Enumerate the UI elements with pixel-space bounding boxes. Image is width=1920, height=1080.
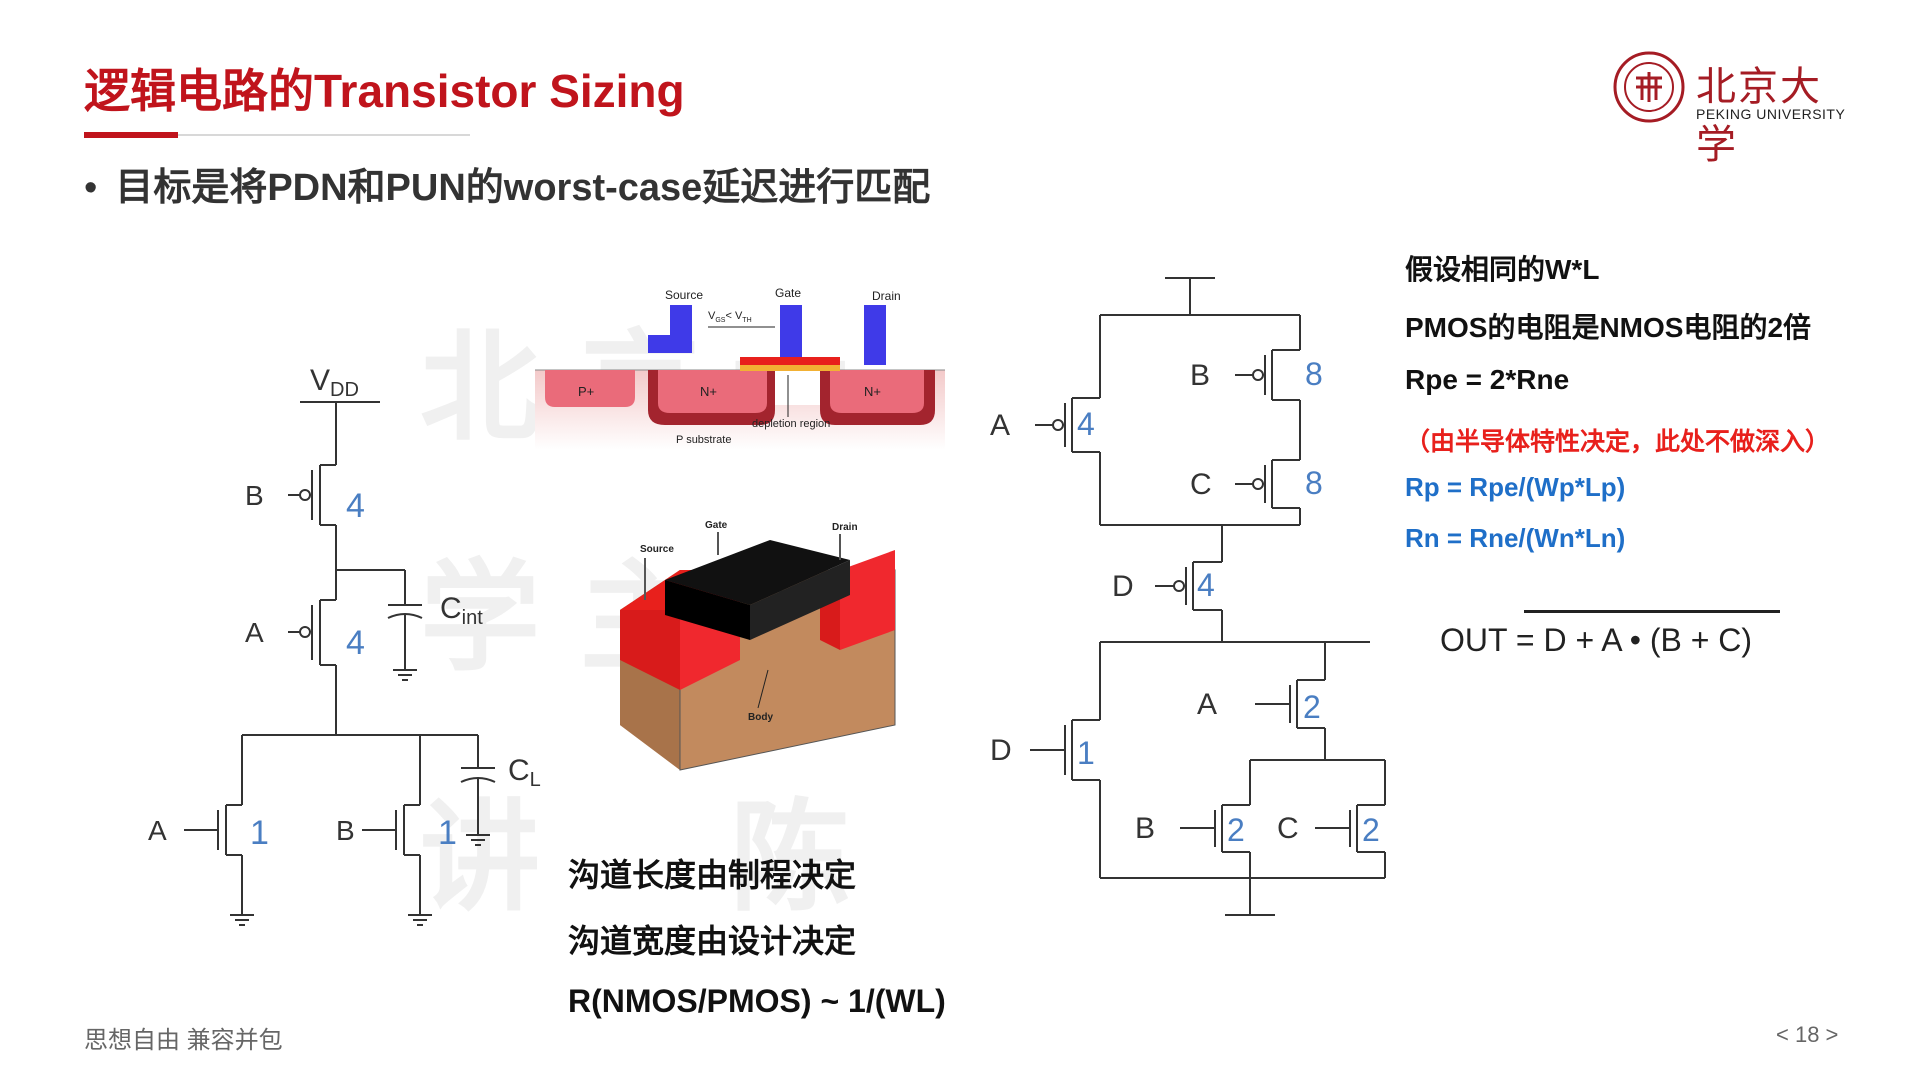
nmos-a-size: 1 <box>250 814 269 852</box>
watermark-char: 学 <box>420 551 540 685</box>
cl-label: CL <box>508 754 541 791</box>
nmos-b-label: B <box>336 815 355 846</box>
mosfet-cross-section: Source Gate Drain VGS< VTH P+ N+ N+ depl… <box>535 286 945 450</box>
drain-contact <box>864 305 886 365</box>
complex-gate-schematic: A 4 B 8 C 8 D 4 D 1 A 2 B 2 C 2 <box>990 277 1386 916</box>
nmos-d-size: 1 <box>1077 735 1095 771</box>
watermark-char: 北 <box>420 321 540 455</box>
mosfet-3d-device: Source Gate Drain Body <box>620 520 896 771</box>
p-plus-label: P+ <box>578 384 594 399</box>
3d-drain-label: Drain <box>832 522 858 533</box>
vgs-vth-label: VGS< VTH <box>708 310 752 324</box>
page-number: < 18 > <box>1776 1022 1839 1047</box>
pmos-c-label: C <box>1190 468 1212 501</box>
university-logo: 北京大学 PEKING UNIVERSITY <box>1612 50 1862 168</box>
gate-contact <box>780 305 802 357</box>
pmos-a-size: 4 <box>1077 406 1095 442</box>
gate-label: Gate <box>775 286 801 300</box>
assumption-line-1: 假设相同的W*L <box>1405 254 1600 285</box>
depletion-label: depletion region <box>752 418 830 430</box>
3d-source-label: Source <box>640 544 674 555</box>
vdd-label: VDD <box>310 364 359 401</box>
watermark-char: 陈 <box>730 791 850 925</box>
assumption-line-6: Rn = Rne/(Wn*Ln) <box>1405 523 1626 553</box>
bullet-dot-icon: • <box>84 167 98 209</box>
n-plus-1-label: N+ <box>700 384 717 399</box>
pmos-a-label: A <box>245 617 264 648</box>
bullet-text: 目标是将PDN和PUN的worst-case延迟进行匹配 <box>115 167 931 209</box>
formula-overline <box>1524 610 1780 613</box>
nmos-b-size: 2 <box>1227 812 1245 848</box>
assumption-line-4: （由半导体特性决定，此处不做深入） <box>1405 428 1831 456</box>
assumption-line-5: Rp = Rpe/(Wp*Lp) <box>1405 472 1626 502</box>
title-divider <box>84 134 470 136</box>
gate-block <box>665 540 850 605</box>
pmos-d-size: 4 <box>1197 567 1215 603</box>
logo-english: PEKING UNIVERSITY <box>1696 106 1846 122</box>
nand-gate-schematic: VDD B 4 A 4 Cint CL A 1 B 1 <box>148 364 541 926</box>
pmos-a-size: 4 <box>346 624 365 662</box>
nmos-b-label: B <box>1135 812 1155 845</box>
watermark-char: 讲 <box>420 791 540 925</box>
slide-title: 逻辑电路的Transistor Sizing <box>84 65 685 117</box>
substrate-label: P substrate <box>676 434 731 446</box>
nmos-a-label: A <box>1197 688 1217 721</box>
n-plus-source <box>658 370 767 413</box>
cint-label: Cint <box>440 592 483 629</box>
assumption-line-2: PMOS的电阻是NMOS电阻的2倍 <box>1405 312 1812 343</box>
nmos-a-label: A <box>148 815 167 846</box>
title-divider-accent <box>84 132 178 138</box>
note-line-3: R(NMOS/PMOS) ~ 1/(WL) <box>568 983 946 1019</box>
n-plus-2-label: N+ <box>864 384 881 399</box>
pmos-a-label: A <box>990 409 1010 442</box>
pmos-b-size: 4 <box>346 487 365 525</box>
pmos-b-label: B <box>245 480 264 511</box>
pmos-b-size: 8 <box>1305 356 1323 392</box>
drain-label: Drain <box>872 289 901 303</box>
note-line-2: 沟道宽度由设计决定 <box>568 923 857 959</box>
bullet-point: • 目标是将PDN和PUN的worst-case延迟进行匹配 <box>84 156 930 211</box>
pmos-b-label: B <box>1190 359 1210 392</box>
logo-chinese: 北京大学 <box>1696 64 1822 168</box>
pmos-d-label: D <box>1112 570 1134 603</box>
boolean-formula: OUT = D + A • (B + C) <box>1440 622 1753 658</box>
3d-body-label: Body <box>748 712 773 723</box>
assumption-line-3: Rpe = 2*Rne <box>1405 364 1570 395</box>
nmos-b-size: 1 <box>438 814 457 852</box>
nmos-c-label: C <box>1277 812 1299 845</box>
peking-university-emblem-icon <box>1613 51 1685 123</box>
nmos-c-size: 2 <box>1362 812 1380 848</box>
3d-gate-label: Gate <box>705 520 728 531</box>
nmos-a-size: 2 <box>1303 689 1321 725</box>
footer-motto: 思想自由 兼容并包 <box>84 1027 283 1054</box>
p-plus-region <box>545 370 635 407</box>
source-label: Source <box>665 288 703 302</box>
note-line-1: 沟道长度由制程决定 <box>568 857 857 893</box>
nmos-d-label: D <box>990 734 1012 767</box>
n-plus-drain <box>830 370 924 413</box>
pmos-c-size: 8 <box>1305 465 1323 501</box>
